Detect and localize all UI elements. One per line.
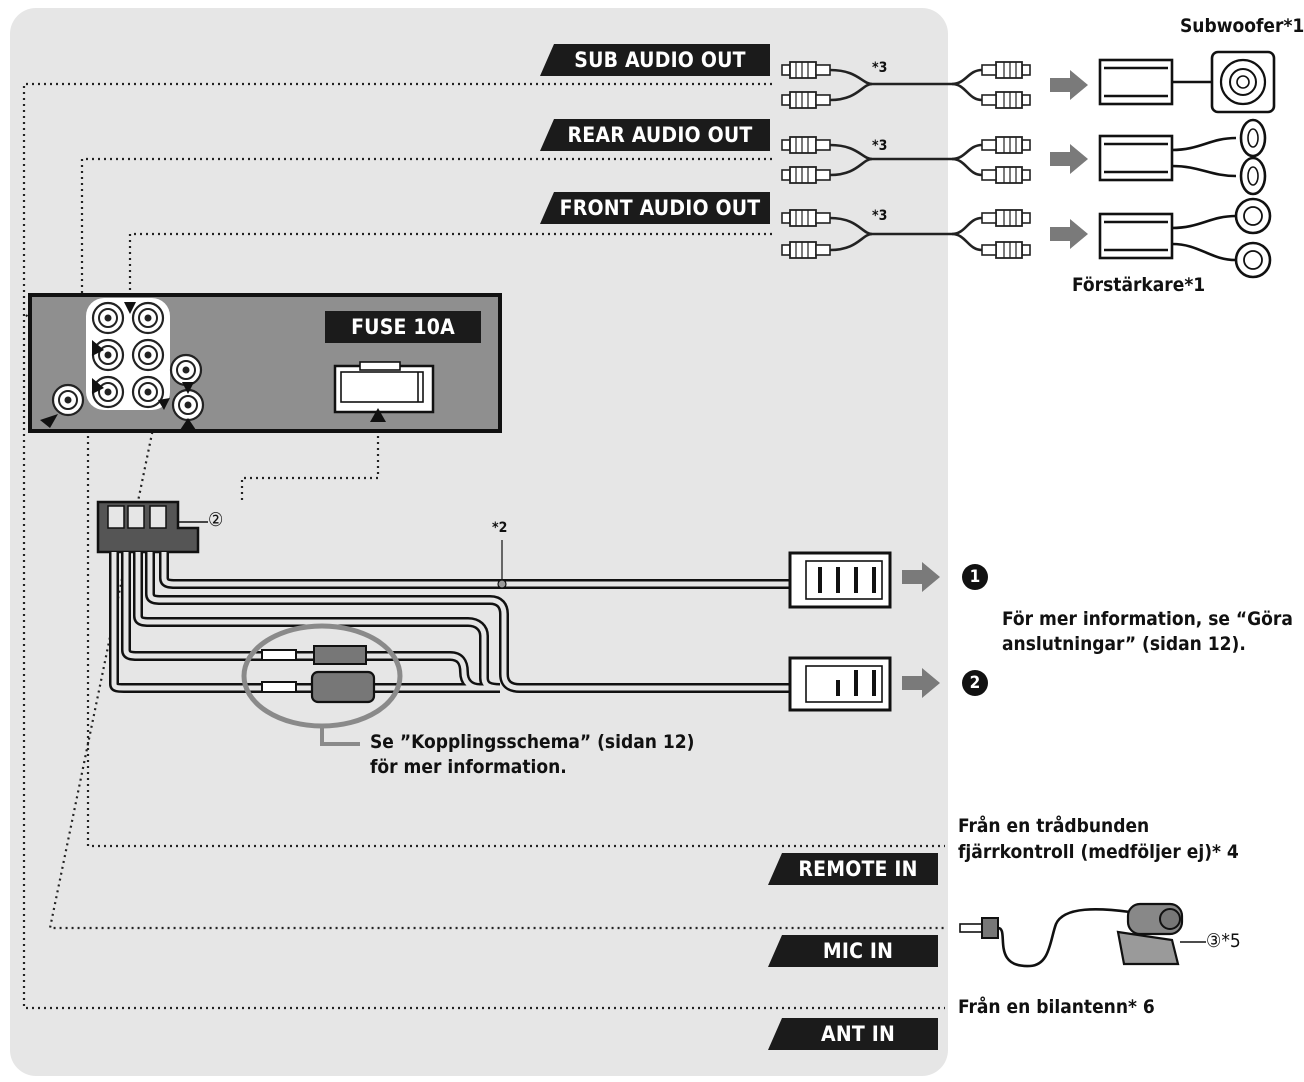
grey-arrows <box>902 70 1088 698</box>
remote-in-label: REMOTE IN <box>768 853 938 885</box>
rca-cables <box>829 68 983 252</box>
microphone <box>959 902 1206 968</box>
footnote-3-sub: *3 <box>872 60 888 76</box>
marker-2: 2 <box>962 670 988 696</box>
wiring-diagram-note-2: för mer information. <box>370 756 567 778</box>
footnote-3-rear: *3 <box>872 138 888 154</box>
jack-arrows <box>40 302 196 430</box>
remote-note-1: Från en trådbunden <box>958 815 1150 837</box>
harness-reference-2: ② <box>208 509 224 531</box>
rear-audio-out-label: REAR AUDIO OUT <box>540 119 770 151</box>
marker-1: 1 <box>962 564 988 590</box>
head-unit <box>28 293 502 433</box>
wiring-diagram-note-1: Se ”Kopplingsschema” (sidan 12) <box>370 731 695 753</box>
antenna-note: Från en bilantenn* 6 <box>958 996 1155 1018</box>
more-info-line-2: anslutningar” (sidan 12). <box>1002 633 1246 655</box>
fuse-label: FUSE 10A <box>325 311 481 343</box>
more-info-line-1: För mer information, se “Göra <box>1002 608 1293 630</box>
wiring-harness <box>96 500 892 746</box>
amplifiers <box>1098 58 1237 262</box>
speakers <box>1210 50 1276 279</box>
sub-audio-out-label: SUB AUDIO OUT <box>540 44 770 76</box>
amplifier-label: Förstärkare*1 <box>1072 274 1206 296</box>
ant-in-label: ANT IN <box>768 1018 938 1050</box>
footnote-2: *2 <box>492 520 508 536</box>
front-audio-out-label: FRONT AUDIO OUT <box>540 192 770 224</box>
subwoofer-label: Subwoofer*1 <box>1180 15 1304 37</box>
mic-in-label: MIC IN <box>768 935 938 967</box>
remote-note-2: fjärrkontroll (medföljer ej)* 4 <box>958 841 1239 863</box>
microphone-reference: ③*5 <box>1206 930 1241 952</box>
footnote-3-front: *3 <box>872 208 888 224</box>
